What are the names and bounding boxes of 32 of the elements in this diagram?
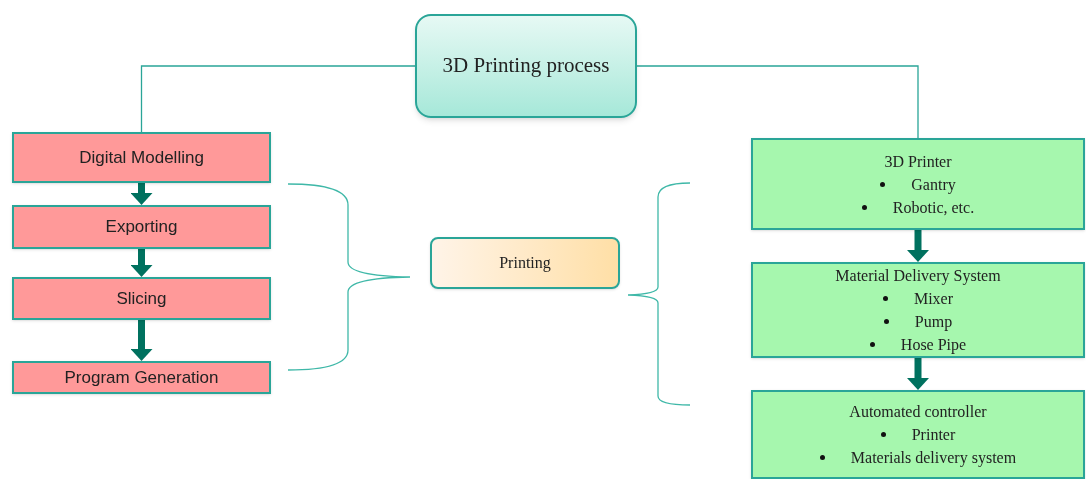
list-item-text: Printer <box>911 425 956 445</box>
connector-line <box>636 65 919 139</box>
node-text: Printing <box>499 253 551 274</box>
node-text: Digital Modelling <box>79 146 204 169</box>
node-text: 3D Printer <box>884 151 952 172</box>
arrow <box>907 230 929 262</box>
component-box <box>751 138 1085 230</box>
node-text: Automated controller <box>849 402 987 422</box>
process-box <box>12 205 271 249</box>
connector-line <box>140 65 416 133</box>
list-item-text: Robotic, etc. <box>892 197 975 218</box>
process-box <box>12 277 271 320</box>
arrow <box>907 358 929 390</box>
node-text: Material Delivery System <box>835 266 1001 287</box>
node-text: 3D Printing process <box>442 52 610 80</box>
process-box <box>12 361 271 394</box>
node-text: Slicing <box>116 287 167 310</box>
arrow <box>130 320 153 361</box>
process-box <box>12 132 271 183</box>
list-item-text: Hose Pipe <box>900 335 967 356</box>
list-item-text: Mixer <box>913 289 954 309</box>
title-box <box>415 14 637 118</box>
process-box <box>430 237 620 289</box>
component-box <box>751 262 1085 358</box>
list-item-text: Materials delivery system <box>850 448 1017 469</box>
node-text: Exporting <box>105 216 178 239</box>
list-item-text: Gantry <box>911 174 956 196</box>
arrow <box>130 249 153 277</box>
node-text: Program Generation <box>64 366 219 389</box>
arrow <box>130 183 153 205</box>
component-box <box>751 390 1085 479</box>
list-item-text: Pump <box>914 312 953 333</box>
